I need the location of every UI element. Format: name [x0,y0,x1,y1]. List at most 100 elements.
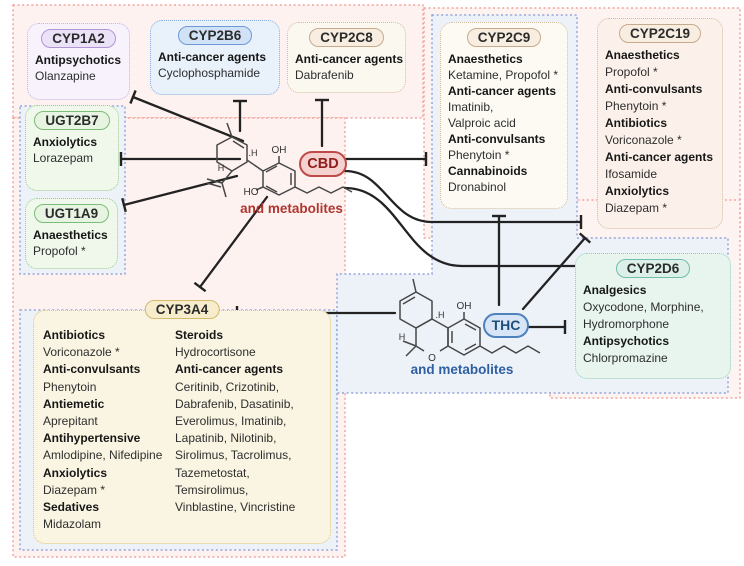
drug-line: Analgesics [583,283,647,297]
drug-list: Anaesthetics Propofol * [26,225,117,259]
drug-line: Anti-cancer agents [448,84,557,98]
thc-atom-oh: OH [457,301,472,312]
drug-line: Chlorpromazine [583,351,668,365]
cbd-molecule: OH HO H .H [206,122,353,198]
drug-line: Diazepam * [43,482,106,497]
drug-line: Antibiotics [605,116,667,130]
drug-column-2: Steroids Hydrocortisone Anti-cancer agen… [175,327,324,533]
drug-line: Temsirolimus, [175,482,249,497]
drug-line: Voriconazole * [43,345,120,360]
drug-line: Steroids [175,328,224,342]
cbd-metabolites-caption: and metabolites [240,201,343,216]
drug-line: Anxiolytics [43,465,108,480]
drug-line: Propofol * [605,65,658,79]
enzyme-box-cyp2d6: CYP2D6 Analgesics Oxycodone, Morphine, H… [575,253,731,379]
drug-line: Ceritinib, Crizotinib, [175,379,280,394]
drug-line: Diazepam * [605,201,668,215]
drug-line: Anti-cancer agents [175,362,284,377]
drug-line: Midazolam [43,517,102,532]
drug-line: Anti-cancer agents [605,150,714,164]
drug-line: Antiemetic [43,396,105,411]
drug-line: Voriconazole * [605,133,682,147]
drug-line: Lorazepam [33,151,94,165]
enzyme-box-ugt1a9: UGT1A9 Anaesthetics Propofol * [25,198,118,269]
cbd-atom-ho: HO [244,187,259,198]
drug-line: Anxiolytics [33,135,98,149]
enzyme-box-cyp1a2: CYP1A2 Antipsychotics Olanzapine [27,23,130,100]
drug-line: Dabrafenib, Dasatinib, [175,396,294,411]
arrow-cbd-cyp2d6 [343,186,605,273]
drug-line: Anti-convulsants [43,362,141,377]
drug-list: Antibiotics Voriconazole * Anti-convulsa… [34,311,330,533]
drug-line: Dabrafenib [295,68,354,82]
enzyme-pill-cyp2b6: CYP2B6 [177,26,253,45]
drug-line: Phenytoin * [448,148,510,162]
inhibition-arrows [119,90,605,334]
cbd-atom-dot-h: .H [249,148,258,158]
drug-list: Anaesthetics Ketamine, Propofol * Anti-c… [441,49,567,195]
arrow-cbd-cyp2c19 [343,169,583,229]
thc-atom-h: H [399,332,406,342]
drug-line: Sedatives [43,500,100,515]
drug-line: Antipsychotics [35,53,122,67]
drug-line: Cannabinoids [448,164,528,178]
drug-line: Hydromorphone [583,317,670,331]
drug-list: Anti-cancer agents Cyclophosphamide [151,47,279,81]
cbd-atom-oh: OH [272,145,287,156]
cbd-atom-h: H [218,163,225,173]
enzyme-box-cyp2b6: CYP2B6 Anti-cancer agents Cyclophosphami… [150,20,280,95]
drug-list: Anxiolytics Lorazepam [26,132,118,166]
drug-line: Anxiolytics [605,184,670,198]
drug-line: Anaesthetics [33,228,108,242]
drug-line: Everolimus, Imatinib, [175,414,287,429]
enzyme-pill-ugt1a9: UGT1A9 [33,204,110,223]
thc-atom-o: O [428,353,436,364]
arrow-thc-cyp2c19 [521,232,592,311]
thc-molecule: OH O H .H [399,278,541,364]
drug-line: Vinblastine, Vincristine [175,500,296,515]
cbd-label-pill: CBD [299,151,347,177]
drug-line: Propofol * [33,244,86,258]
drug-line: Phenytoin * [605,99,667,113]
drug-line: Lapatinib, Nilotinib, [175,431,277,446]
drug-line: Cyclophosphamide [158,66,261,80]
drug-line: Phenytoin [43,379,97,394]
arrow-cbd-ugt1a9 [121,174,239,213]
thc-label-pill: THC [483,313,529,338]
enzyme-pill-cyp2c9: CYP2C9 [466,28,542,47]
drug-line: Anti-cancer agents [295,52,404,66]
drug-list: Anti-cancer agents Dabrafenib [288,49,405,83]
enzyme-box-cyp3a4: CYP3A4 Antibiotics Voriconazole * Anti-c… [33,300,331,544]
enzyme-box-cyp2c8: CYP2C8 Anti-cancer agents Dabrafenib [287,22,406,93]
drug-line: Ifosamide [605,167,658,181]
drug-line: Sirolimus, Tacrolimus, [175,448,292,463]
drug-line: Anti-convulsants [605,82,703,96]
drug-list: Analgesics Oxycodone, Morphine, Hydromor… [576,280,730,367]
drug-line: Oxycodone, Morphine, [583,300,704,314]
enzyme-pill-cyp2c8: CYP2C8 [309,28,384,47]
drug-line: Hydrocortisone [175,345,256,360]
enzyme-pill-cyp1a2: CYP1A2 [41,29,116,48]
drug-line: Dronabinol [448,180,507,194]
drug-line: Anaesthetics [605,48,680,62]
thc-atom-dot-h: .H [436,310,445,320]
drug-line: Tazemetostat, [175,465,250,480]
drug-list: Antipsychotics Olanzapine [28,50,129,84]
arrow-cbd-cyp3a4 [193,195,269,293]
drug-line: Olanzapine [35,69,96,83]
drug-line: Anti-convulsants [448,132,546,146]
enzyme-box-cyp2c9: CYP2C9 Anaesthetics Ketamine, Propofol *… [440,22,568,209]
drug-line: Valproic acid [448,116,516,130]
thc-metabolites-caption: and metabolites [410,362,514,377]
drug-line: Antipsychotics [583,334,670,348]
drug-line: Anti-cancer agents [158,50,267,64]
drug-column-1: Antibiotics Voriconazole * Anti-convulsa… [43,327,175,533]
drug-line: Aprepitant [43,414,98,429]
arrow-cbd-cyp1a2 [129,90,245,143]
drug-line: Antihypertensive [43,431,141,446]
drug-list: Anaesthetics Propofol * Anti-convulsants… [598,45,722,217]
drug-line: Ketamine, Propofol * [448,68,559,82]
enzyme-box-cyp2c19: CYP2C19 Anaesthetics Propofol * Anti-con… [597,18,723,229]
enzyme-pill-ugt2b7: UGT2B7 [34,111,110,130]
